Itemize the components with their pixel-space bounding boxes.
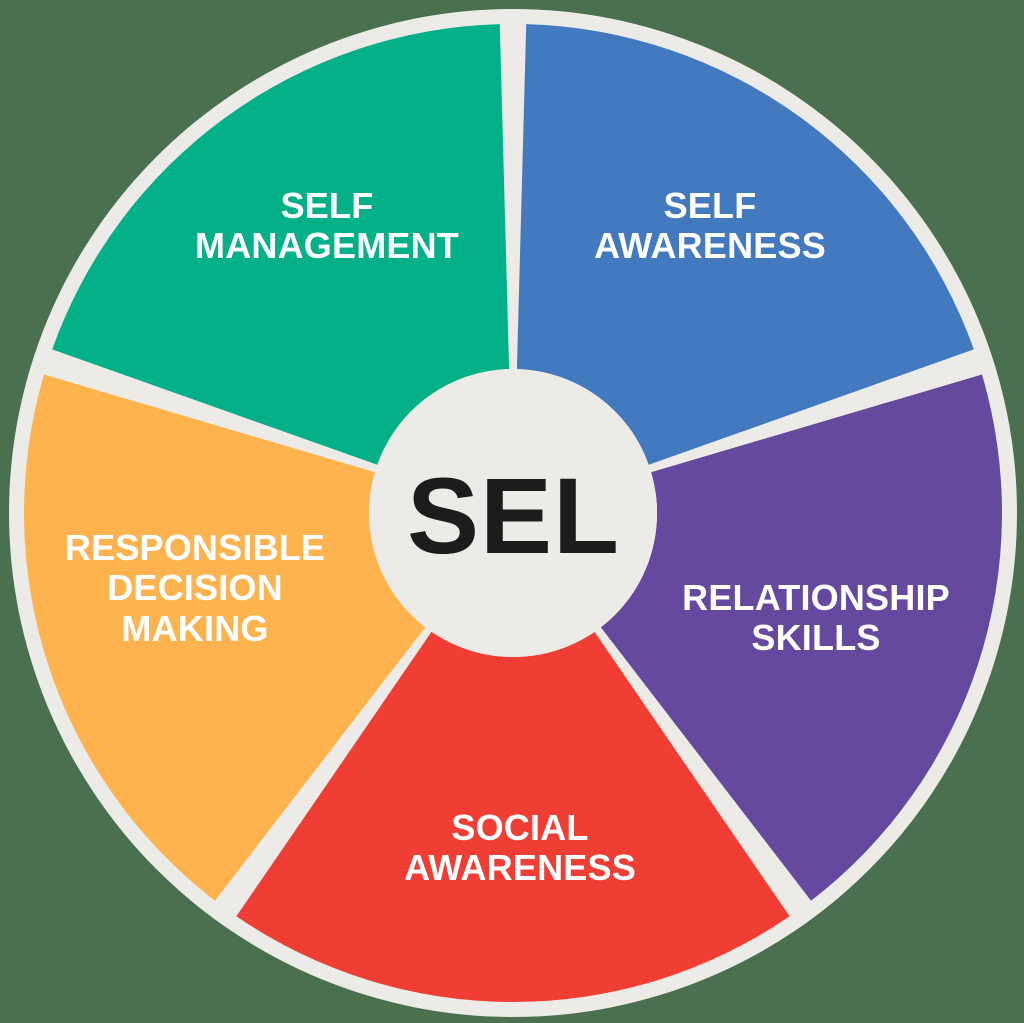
wheel-segment-social-awareness[interactable]: [236, 631, 790, 1003]
wheel-segment-responsible-decision-making[interactable]: [24, 374, 426, 901]
center-label: SEL: [406, 454, 621, 576]
segments-group: [24, 24, 1002, 1003]
wheel-segment-relationship-skills[interactable]: [600, 374, 1002, 901]
wheel-segment-self-awareness[interactable]: [516, 24, 974, 465]
center-hub: SEL: [370, 370, 657, 657]
wheel-segment-self-management[interactable]: [52, 24, 510, 465]
